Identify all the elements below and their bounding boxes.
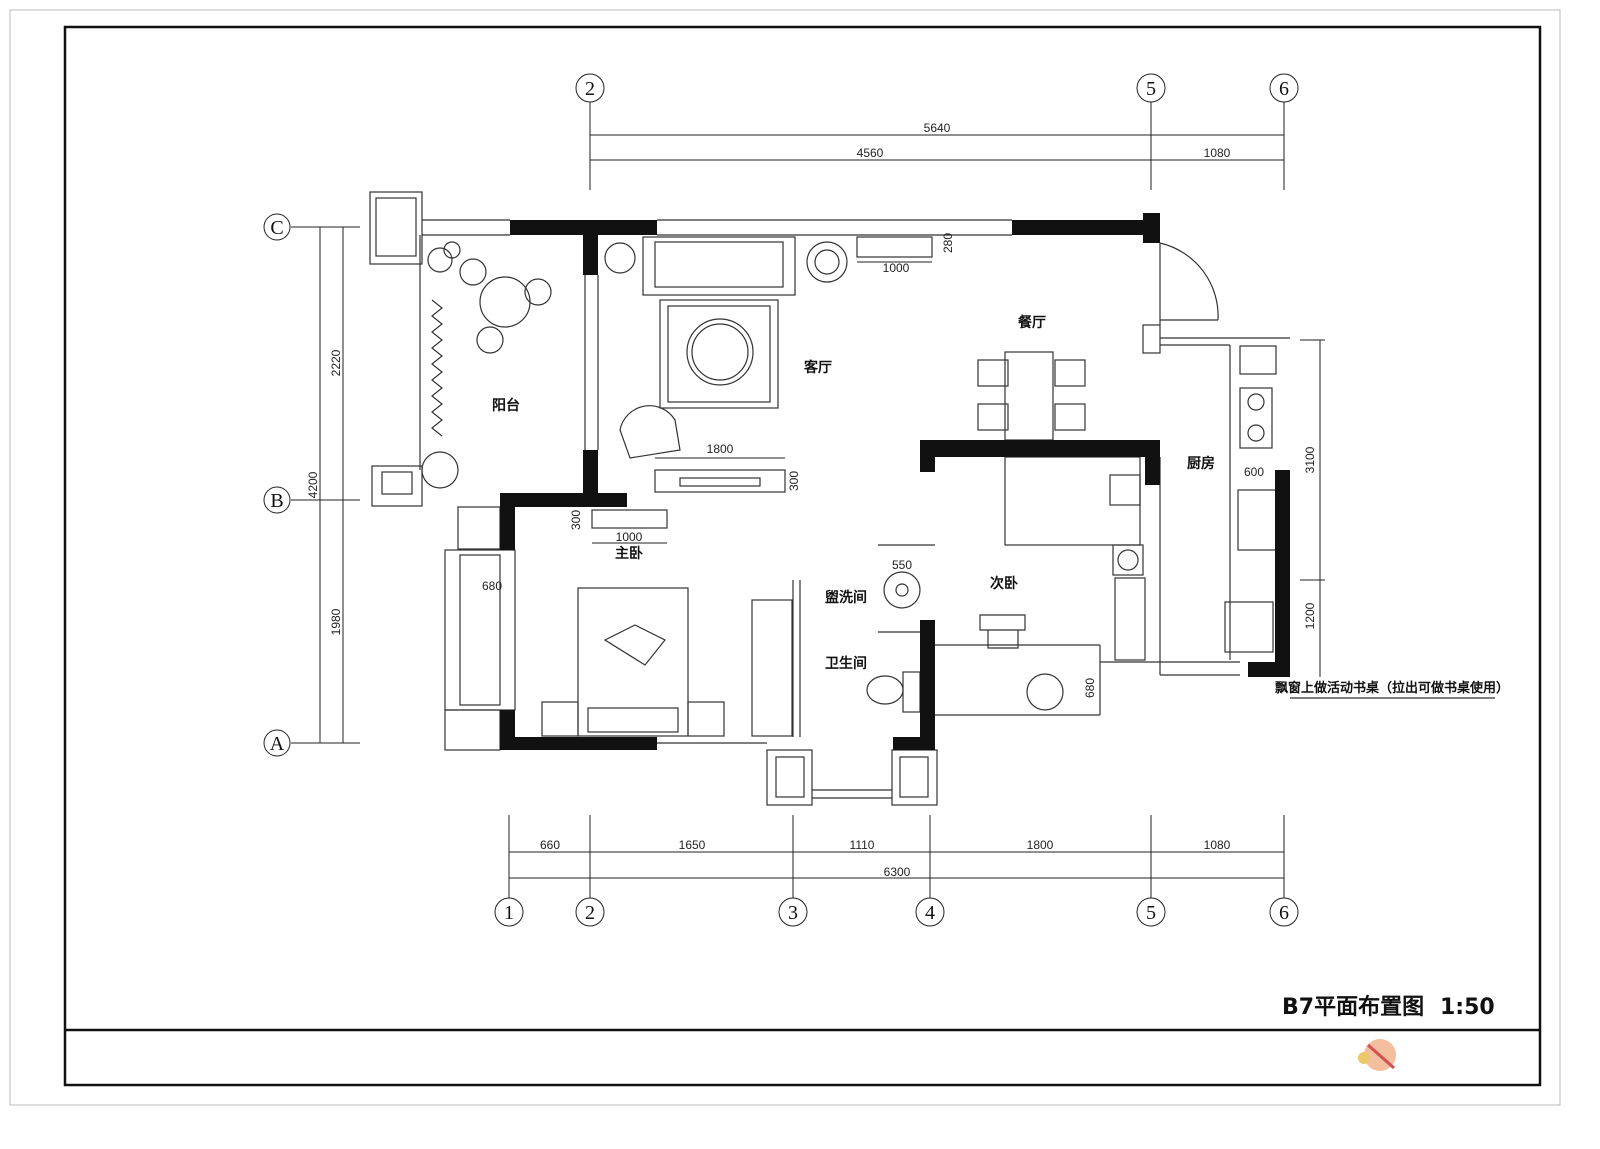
dim-top-seg: 4560	[857, 146, 884, 160]
balcony-table-set	[421, 241, 552, 489]
room-label-living: 客厅	[803, 359, 832, 376]
axis-bubble-2: 2	[585, 902, 595, 924]
walls	[500, 213, 1290, 750]
dim-kitchen-counter: 600	[1244, 465, 1264, 479]
bottom-axes: 1 2 3 4 5 6 660 1650 1110 1800 1080 6300	[494, 815, 1299, 927]
room-label-bathroom: 卫生间	[825, 655, 867, 672]
dim-bottom-seg: 660	[540, 838, 560, 852]
dim-cabinet-width: 1000	[883, 261, 910, 275]
room-label-dining: 餐厅	[1017, 314, 1046, 331]
toilet	[866, 671, 921, 713]
dim-left-seg: 2220	[329, 349, 343, 376]
dim-bottom-seg: 1800	[1027, 838, 1054, 852]
armchair	[619, 405, 681, 459]
dim-right-seg: 3100	[1303, 446, 1317, 473]
axis-bubble-5: 5	[1146, 78, 1156, 100]
dim-tv-width: 1800	[707, 442, 734, 456]
axis-bubble-3: 3	[788, 902, 798, 924]
dim-bottom-seg: 1650	[679, 838, 706, 852]
master-tv	[591, 509, 668, 529]
axis-bubble-4: 4	[925, 902, 935, 924]
second-bed	[1004, 456, 1146, 661]
tv-cabinet	[654, 469, 786, 493]
axis-bubble-6: 6	[1279, 902, 1289, 924]
dim-basin: 550	[892, 558, 912, 572]
drawing-frame	[63, 25, 1542, 1087]
furniture-dimensions: 1000 280 1800 300 300 1000 680 550 600 6…	[482, 233, 1264, 698]
dim-bottom-total: 6300	[884, 865, 911, 879]
left-axes: C B A 4200 2220 1980	[263, 213, 360, 757]
drawing-scale: 1:50	[1440, 995, 1495, 1020]
dim-left-seg: 1980	[329, 608, 343, 635]
dim-top-total: 5640	[924, 121, 951, 135]
dim-master-tv-width: 1000	[616, 530, 643, 544]
watermark-mascot	[1358, 1039, 1396, 1071]
axis-bubble-c: C	[270, 217, 283, 239]
master-bed	[541, 587, 725, 737]
drawing-title: B7平面布置图	[1282, 994, 1424, 1020]
room-label-second: 次卧	[990, 575, 1018, 592]
axis-bubble-b: B	[270, 490, 283, 512]
sheet-border	[9, 9, 1561, 1106]
furniture	[421, 236, 1277, 737]
dim-tv-depth: 300	[787, 471, 801, 491]
dim-right-seg: 1200	[1303, 602, 1317, 629]
dim-bottom-seg: 1080	[1204, 838, 1231, 852]
room-label-kitchen: 厨房	[1187, 455, 1215, 472]
wardrobe-bath	[751, 599, 793, 737]
dim-cabinet-depth: 280	[941, 233, 955, 253]
desk-chair	[979, 614, 1064, 711]
cabinet	[856, 236, 933, 258]
dim-master-tv-depth: 300	[569, 510, 583, 530]
bay-window-annotation: 飘窗上做活动书桌（拉出可做书桌使用）	[1275, 680, 1509, 696]
axis-bubble-2: 2	[585, 78, 595, 100]
dim-bay-window: 680	[1083, 678, 1097, 698]
dim-left-total: 4200	[306, 471, 320, 498]
right-dimensions: 3100 1200	[1300, 339, 1325, 677]
axis-bubble-1: 1	[504, 902, 514, 924]
axis-bubble-a: A	[270, 733, 285, 755]
room-label-master: 主卧	[615, 545, 643, 562]
basin	[883, 571, 921, 609]
kitchen-fixtures	[1224, 345, 1277, 653]
top-axes: 2 5 6 5640 4560 1080	[575, 73, 1299, 190]
axis-bubble-6: 6	[1279, 78, 1289, 100]
room-label-balcony: 阳台	[492, 397, 520, 414]
dim-top-seg: 1080	[1204, 146, 1231, 160]
dim-window: 680	[482, 579, 502, 593]
axis-bubble-5: 5	[1146, 902, 1156, 924]
rug-and-coffee-table	[659, 299, 779, 409]
sofa	[604, 236, 848, 296]
dining-set	[977, 351, 1086, 441]
room-label-washroom: 盥洗间	[825, 589, 867, 606]
dim-bottom-seg: 1110	[850, 838, 875, 852]
